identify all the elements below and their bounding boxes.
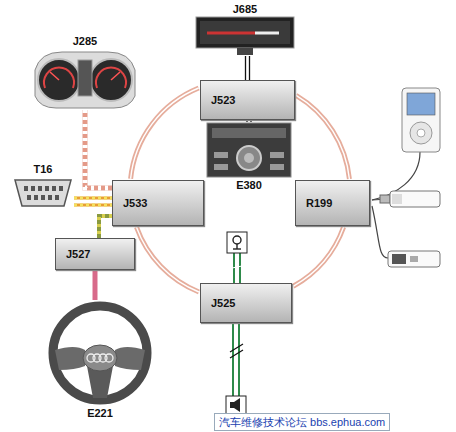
wire-stroke [131, 88, 199, 179]
gateway-box: J533 [112, 180, 204, 226]
wire-stroke [137, 227, 199, 292]
control-panel: E380 [206, 122, 292, 192]
part-label: J523 [211, 93, 235, 107]
control-unit-box: R199 [295, 180, 370, 226]
usb-stick-illustration [372, 191, 440, 207]
wire-stroke [93, 270, 98, 300]
most-ring-segment [131, 88, 199, 179]
wire-stroke [137, 227, 199, 292]
control-unit-box: J527 [55, 238, 135, 270]
control-unit-box: J523 [200, 80, 295, 120]
control-panel-art [206, 122, 292, 178]
steering-wheel: E221 [45, 300, 155, 420]
cable [95, 270, 96, 300]
part-label: J533 [123, 196, 147, 210]
control-unit-box: J525 [200, 283, 292, 323]
part-label: R199 [306, 196, 332, 210]
wire-stroke [74, 197, 112, 200]
part-label: E380 [236, 178, 262, 192]
instrument-cluster: J285 [30, 34, 140, 110]
cable [74, 198, 112, 205]
part-label: J685 [233, 2, 257, 16]
watermark: 汽车维修技术论坛 bbs.ephua.com [214, 413, 390, 431]
part-label: J527 [66, 247, 90, 261]
cable [246, 56, 250, 80]
display-unit: J685 [195, 2, 295, 56]
usb-stick-illustration [372, 206, 440, 267]
ipod-illustration [372, 88, 440, 200]
display-unit-art [195, 16, 295, 56]
part-label: E221 [87, 406, 113, 420]
wire-stroke [296, 95, 349, 179]
wire-stroke [131, 88, 199, 179]
cable [85, 110, 112, 188]
wire-stroke [99, 216, 112, 238]
part-label: J285 [73, 34, 97, 48]
wire-stroke [99, 216, 112, 238]
cable [99, 216, 112, 238]
most-ring-segment [293, 227, 343, 286]
wire-stroke [74, 197, 112, 200]
most-ring-segment [296, 95, 349, 179]
wire-stroke [85, 110, 112, 188]
diagnostic-connector: T16 [12, 162, 74, 210]
diagnostic-connector-art [12, 176, 74, 210]
part-label: J525 [211, 296, 235, 310]
part-label: T16 [34, 162, 53, 176]
wire-stroke [293, 227, 343, 286]
wire-stroke [74, 204, 112, 207]
microphone-symbol [227, 232, 247, 283]
speaker-symbol [226, 323, 246, 414]
wire-stroke [246, 120, 247, 122]
wire-stroke [74, 204, 112, 207]
wire-stroke [293, 227, 343, 286]
cable [247, 120, 251, 122]
wire-stroke [85, 110, 112, 188]
instrument-cluster-art [30, 48, 140, 110]
wire-stroke [296, 95, 349, 179]
wire-stroke [249, 56, 250, 80]
steering-wheel-art [45, 300, 155, 406]
wire-stroke [250, 120, 251, 122]
wire-stroke [245, 56, 246, 80]
most-ring-segment [137, 227, 199, 292]
